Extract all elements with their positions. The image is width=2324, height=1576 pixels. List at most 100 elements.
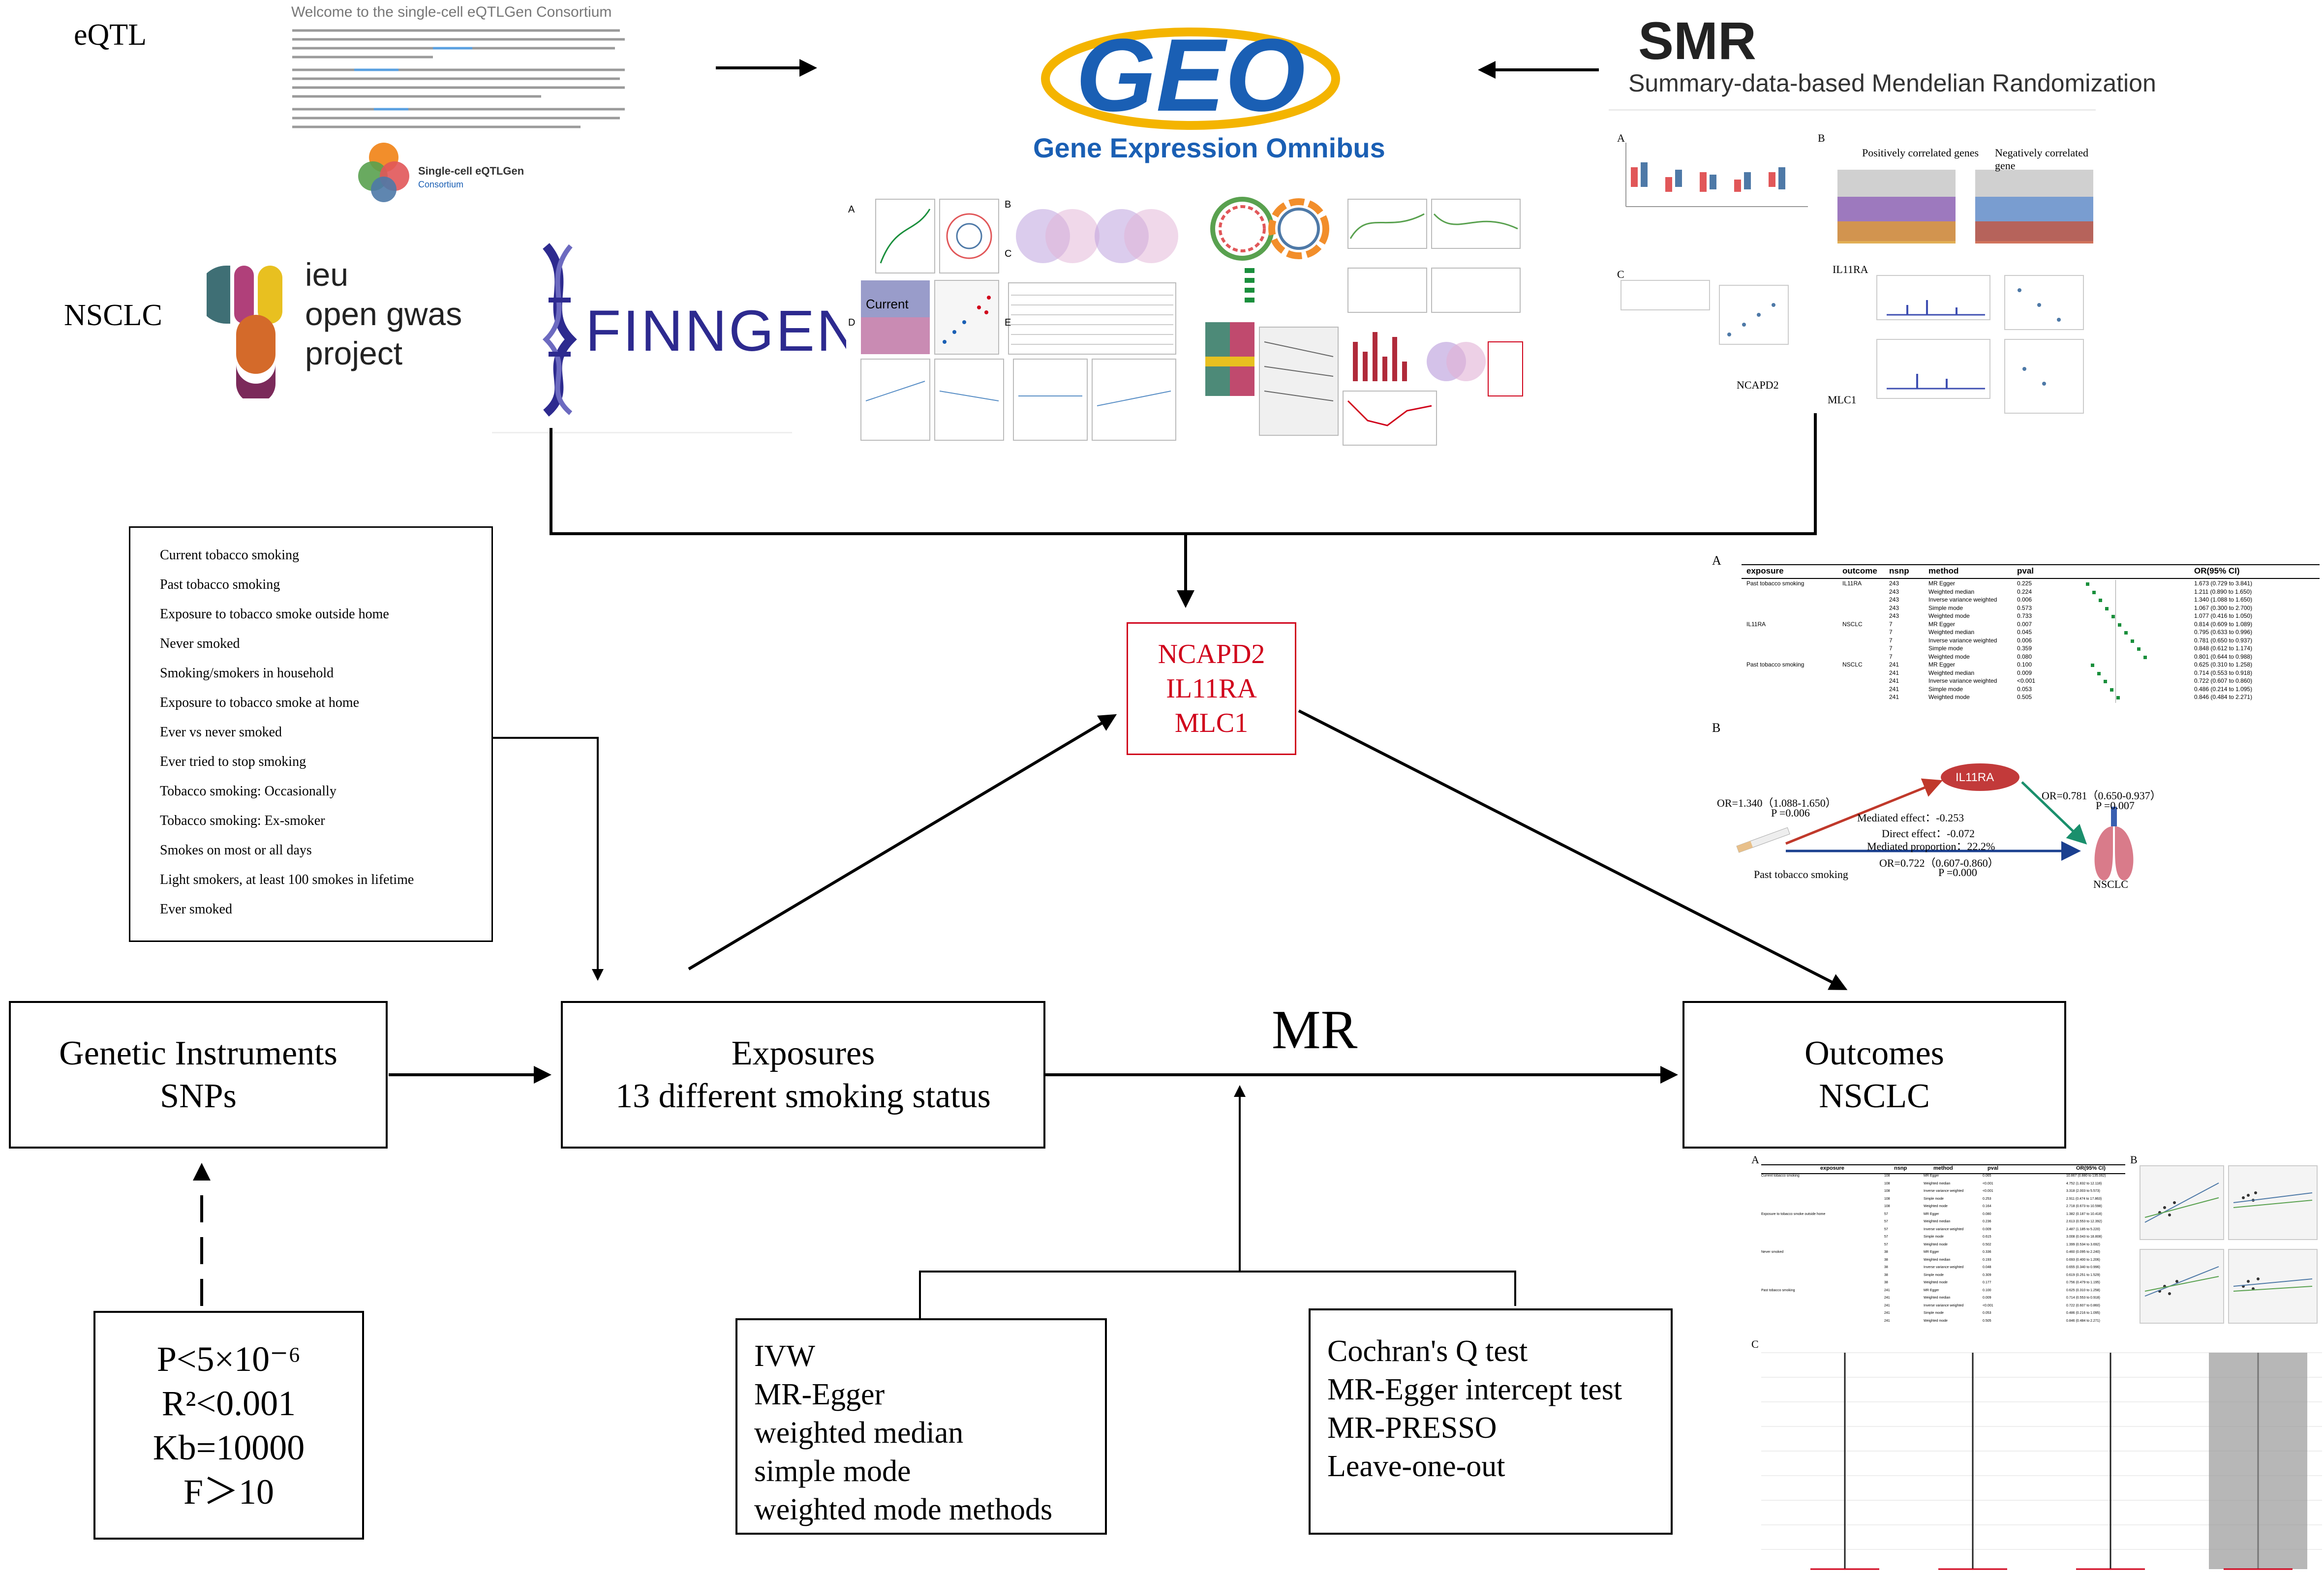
selection-criteria-box: P<5×10⁻⁶ R²<0.001 Kb=10000 F＞10 — [93, 1311, 364, 1540]
exposures-box: Exposures 13 different smoking status — [561, 1001, 1045, 1149]
forest-a-point — [2092, 590, 2096, 594]
forest-a-cell: 7 — [1889, 636, 1893, 644]
list-item: Smoking/smokers in household — [160, 666, 334, 681]
forest-a-cell: Simple mode — [1928, 685, 1963, 693]
res-table-cell: Simple mode — [1924, 1235, 1944, 1239]
forest-a-h-outcome: outcome — [1842, 566, 1877, 576]
forest-a-cell: 0.224 — [2017, 588, 2032, 595]
res-table-cell: Inverse variance weighted — [1924, 1227, 1964, 1231]
res-table-cell: Weighted mode — [1924, 1205, 1948, 1208]
forest-a-cell: 0.722 (0.607 to 0.860) — [2194, 677, 2253, 684]
method-simple-mode: simple mode — [754, 1455, 911, 1488]
genetic-instruments-title: Genetic Instruments — [59, 1034, 337, 1072]
res-table-cell: 108 — [1884, 1205, 1890, 1208]
res-table-cell: Weighted mode — [1924, 1319, 1948, 1323]
mediation-arrows — [1736, 763, 2134, 880]
geo-panel-e: E — [1005, 317, 1011, 328]
list-item: Ever tried to stop smoking — [160, 754, 306, 769]
res-table-cell: 2.718 (0.673 to 10.598) — [2066, 1205, 2102, 1208]
forest-a-cell: 1.211 (0.890 to 1.650) — [2194, 588, 2252, 595]
forest-a-cell: Weighted mode — [1928, 653, 1970, 660]
forest-a-cell: 1.340 (1.088 to 1.650) — [2194, 596, 2253, 603]
forest-a-point — [2097, 671, 2101, 675]
smoking-status-list-box: Current tobacco smoking Past tobacco smo… — [129, 526, 493, 942]
forest-a-cell: Simple mode — [1928, 604, 1963, 611]
geo-panel-b: B — [1005, 199, 1011, 210]
forest-a-h-exposure: exposure — [1746, 566, 1784, 576]
geo-current-label: Current — [866, 297, 909, 311]
forest-a-cell: 1.077 (0.416 to 1.050) — [2194, 612, 2253, 619]
res-table-cell: 0.080 — [1983, 1212, 1991, 1216]
res-table-cell: 0.722 (0.607 to 0.860) — [2066, 1303, 2100, 1307]
res-table-cell: 241 — [1884, 1319, 1890, 1323]
geo-results-plots-1 — [860, 199, 1178, 441]
ieu-open-gwas-logo — [207, 266, 282, 398]
forest-a-point — [2131, 639, 2134, 643]
finngen-underline — [492, 432, 792, 433]
forest-a-cell: 0.006 — [2017, 596, 2032, 603]
mr-results-table-panel: A exposure nsnp method pval OR(95% CI) C… — [1751, 1153, 2125, 1335]
mediation-exposure: Past tobacco smoking — [1754, 868, 1848, 880]
res-table-cell: 0.625 (0.310 to 1.258) — [2066, 1288, 2100, 1292]
exposures-detail: 13 different smoking status — [615, 1077, 991, 1115]
res-table-cell: 0.253 — [1983, 1197, 1991, 1201]
outcomes-detail: NSCLC — [1819, 1077, 1930, 1115]
res-table-cell: 1.399 (0.534 to 3.692) — [2066, 1243, 2100, 1246]
forest-a-cell: NSCLC — [1842, 620, 1863, 628]
res-table-cell: 0.193 — [1983, 1258, 1991, 1262]
res-table-cell: <0.001 — [1983, 1189, 1993, 1193]
res-table-cell: 0.065 — [1983, 1174, 1991, 1178]
smr-results-plots — [1621, 143, 2093, 414]
smr-subtitle: Summary-data-based Mendelian Randomizati… — [1628, 69, 2156, 97]
sensitivity-tests-box: Cochran's Q test MR-Egger intercept test… — [1309, 1308, 1673, 1535]
genetic-instruments-snps: SNPs — [160, 1077, 237, 1115]
res-table-cell: 0.460 (0.095 to 2.240) — [2066, 1250, 2100, 1254]
gene-ncapd2: NCAPD2 — [1158, 639, 1265, 669]
mediation-left-p: P =0.006 — [1771, 807, 1810, 819]
forest-a-reference-line — [2115, 580, 2116, 703]
smr-neg-corr-label: Negatively correlated gene — [1995, 147, 2088, 172]
smr-title: SMR — [1638, 11, 1756, 70]
forest-a-cell: Weighted median — [1928, 629, 1975, 636]
ieu-line-2: open gwas — [305, 296, 462, 332]
forest-a-cell: 243 — [1889, 596, 1899, 603]
leave-one-out-plots — [1761, 1352, 2322, 1570]
list-item: Current tobacco smoking — [160, 547, 300, 563]
res-table-cell: 241 — [1884, 1288, 1890, 1292]
forest-a-cell: 0.625 (0.310 to 1.258) — [2194, 661, 2253, 668]
mediation-diagram: B IL11RA OR=1.340（1.088-1.650） P =0.006 … — [1707, 721, 2322, 890]
mediation-right-p: P =0.007 — [2096, 799, 2135, 812]
res-table-cell: 0.693 (0.400 to 1.206) — [2066, 1258, 2100, 1262]
res-table-cell: 2.487 (1.185 to 5.220) — [2066, 1227, 2100, 1231]
res-h-pval: pval — [1988, 1165, 1999, 1171]
list-item: Ever vs never smoked — [160, 725, 282, 740]
res-panel-a: A — [1751, 1153, 1759, 1166]
forest-a-cell: 243 — [1889, 604, 1899, 611]
forest-a-cell: Past tobacco smoking — [1746, 580, 1804, 587]
gene-mlc1: MLC1 — [1174, 708, 1249, 738]
forest-a-cell: 0.080 — [2017, 653, 2032, 660]
res-table-cell: Simple mode — [1924, 1311, 1944, 1315]
res-table-cell: MR Egger — [1924, 1250, 1939, 1254]
res-table-cell: 57 — [1884, 1220, 1888, 1223]
forest-a-cell: Weighted mode — [1928, 612, 1970, 619]
mr-methods-box: IVW MR-Egger weighted median simple mode… — [735, 1318, 1107, 1535]
method-weighted-mode: weighted mode methods — [754, 1493, 1053, 1526]
res-table-cell: MR Egger — [1924, 1174, 1939, 1178]
forest-a-panel-label: A — [1712, 553, 1721, 568]
smr-panel-a: A — [1617, 132, 1625, 144]
res-table-cell: 0.009 — [1983, 1227, 1991, 1231]
res-table-cell: Weighted median — [1924, 1220, 1951, 1223]
test-leave-one-out: Leave-one-out — [1327, 1450, 1505, 1483]
forest-a-cell: 241 — [1889, 677, 1899, 684]
mediation-bottom-p: P =0.000 — [1938, 866, 1977, 879]
forest-a-point — [2116, 696, 2120, 699]
geo-panel-c: C — [1005, 248, 1012, 259]
res-panel-c: C — [1751, 1338, 1759, 1350]
